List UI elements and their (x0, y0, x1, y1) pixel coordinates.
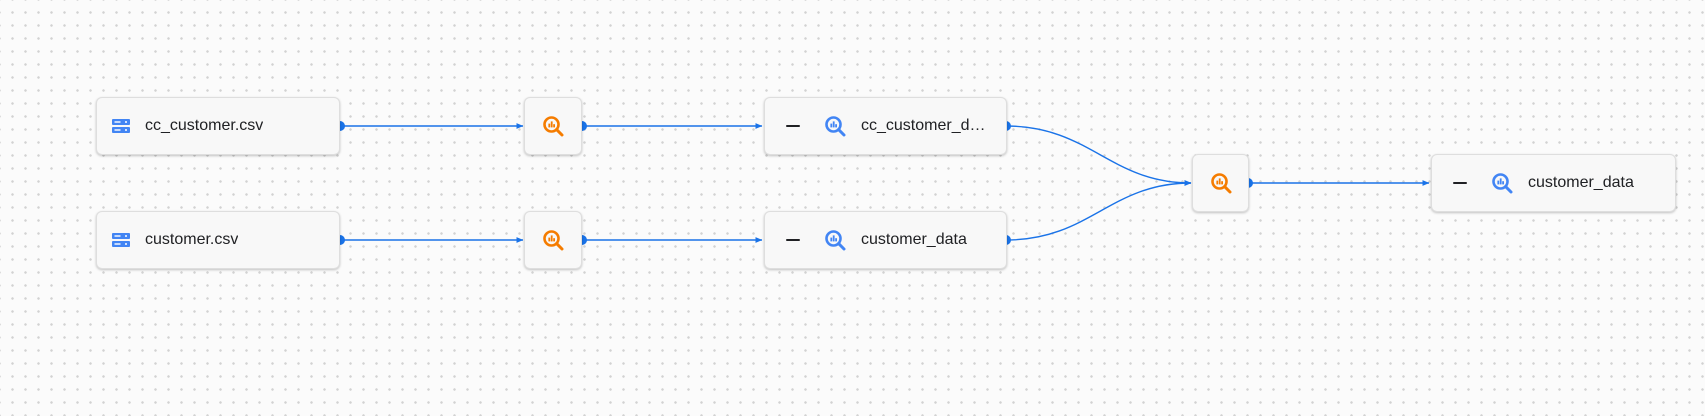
storage-icon (111, 230, 131, 250)
source-node-customer-csv[interactable]: customer.csv (96, 211, 340, 269)
table-node-label: customer_data (861, 231, 967, 248)
edge-table-to-merge (1005, 180, 1192, 241)
bigquery-table-icon (823, 114, 847, 138)
bigquery-query-icon (541, 228, 565, 252)
minus-icon[interactable] (785, 118, 801, 134)
minus-icon[interactable] (785, 232, 801, 248)
operation-node-cc-customer[interactable] (524, 97, 582, 155)
source-node-cc-customer-csv[interactable]: cc_customer.csv (96, 97, 340, 155)
edge-cc-table-to-merge (1005, 125, 1192, 186)
bigquery-query-icon (541, 114, 565, 138)
table-node-cc-customer-data[interactable]: cc_customer_data (764, 97, 1007, 155)
bigquery-table-icon (823, 228, 847, 252)
table-node-customer-data[interactable]: customer_data (764, 211, 1007, 269)
bigquery-table-icon (1490, 171, 1514, 195)
table-node-label: cc_customer_data (861, 117, 989, 134)
operation-node-customer[interactable] (524, 211, 582, 269)
minus-icon[interactable] (1452, 175, 1468, 191)
table-node-output-customer-data[interactable]: customer_data (1431, 154, 1676, 212)
source-node-label: cc_customer.csv (145, 117, 264, 134)
storage-icon (111, 116, 131, 136)
source-node-label: customer.csv (145, 231, 239, 248)
table-node-label: customer_data (1528, 174, 1634, 191)
operation-node-merge[interactable] (1192, 154, 1249, 212)
bigquery-query-icon (1209, 171, 1233, 195)
